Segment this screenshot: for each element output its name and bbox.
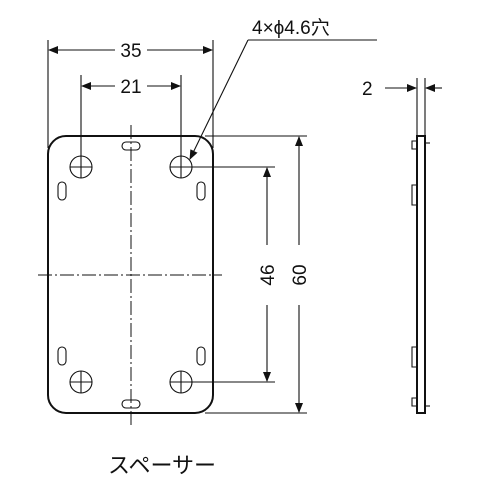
label-width-outer: 35	[120, 41, 141, 62]
label-height-holes: 46	[258, 264, 279, 285]
dimension-width-outer	[47, 40, 214, 148]
mounting-hole-top-left	[69, 155, 93, 179]
slot-bottom	[121, 399, 141, 409]
hole-spec-leader	[189, 39, 377, 160]
slot-left-upper	[57, 181, 67, 201]
caption-spacer: スペーサー	[108, 454, 216, 479]
dimension-height-holes	[181, 166, 275, 383]
dimension-height-outer	[205, 135, 307, 414]
slot-top	[121, 141, 141, 151]
side-view	[411, 135, 430, 414]
label-height-outer: 60	[290, 264, 311, 285]
slot-right-upper	[196, 181, 206, 201]
side-view-plate	[416, 135, 426, 414]
label-thickness: 2	[362, 79, 373, 100]
slot-left-lower	[57, 346, 67, 366]
label-hole-spec: 4×ϕ4.6穴	[252, 17, 330, 39]
dimension-thickness	[385, 78, 442, 136]
mounting-hole-bottom-left	[69, 370, 93, 394]
dimension-width-holes	[80, 75, 182, 156]
label-width-holes: 21	[120, 77, 141, 98]
slot-right-lower	[196, 346, 206, 366]
